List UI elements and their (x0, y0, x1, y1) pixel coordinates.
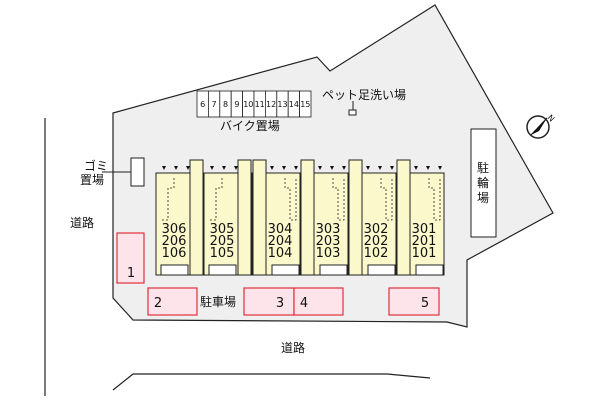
north-label: N (546, 113, 557, 124)
entrance-arrow-icon (342, 166, 346, 170)
room-number: 202 (364, 234, 389, 249)
room-number: 106 (162, 246, 187, 261)
room-number: 105 (210, 246, 235, 261)
bike-slot-number: 9 (234, 100, 239, 109)
parking-space (147, 287, 198, 316)
entrance-arrow-icon (174, 166, 178, 170)
parking-space-number: 5 (421, 296, 429, 311)
road-label-left: 道路 (70, 215, 94, 230)
bike-slot-number: 15 (300, 100, 310, 109)
entrance-arrow-icon (210, 166, 214, 170)
interior-dashed-line (428, 178, 441, 221)
bike-slot-number: 6 (200, 100, 205, 109)
garbage-label-2: 置場 (80, 173, 104, 187)
room-number: 203 (316, 234, 341, 249)
road-edge-bottom (112, 373, 431, 391)
room-number: 305 (210, 222, 235, 237)
entrance-arrow-icon (186, 166, 190, 170)
apartment-building: 3062061063052051053042041043032031033022… (155, 159, 445, 276)
room-number: 301 (412, 222, 437, 237)
car-parking: 1 2 3 4 5 (116, 232, 440, 316)
room-number: 302 (364, 222, 389, 237)
bike-slot-number: 11 (255, 100, 265, 109)
parking-space-number: 4 (300, 296, 308, 311)
entrance-arrow-icon (234, 166, 238, 170)
porch (208, 264, 237, 276)
room-number: 104 (268, 246, 293, 261)
parking-space-number: 3 (276, 296, 284, 311)
entrance-arrow-icon (294, 166, 298, 170)
room-number: 102 (364, 246, 389, 261)
garbage-label-1: ゴミ (84, 158, 108, 173)
entrance-arrow-icon (366, 166, 370, 170)
entrance-arrow-icon (270, 166, 274, 170)
stair-tower (396, 159, 411, 276)
porch (160, 264, 189, 276)
parking-space-number: 2 (154, 296, 162, 311)
interior-dashed-line (332, 178, 345, 221)
entrance-arrow-icon (222, 166, 226, 170)
bike-slot-number: 12 (266, 100, 276, 109)
room-number: 304 (268, 222, 293, 237)
room-number: 201 (412, 234, 437, 249)
entrance-arrow-icon (330, 166, 334, 170)
parking-space (388, 287, 440, 316)
porch (367, 264, 396, 276)
entrance-arrow-icon (438, 166, 442, 170)
bicycle-parking-char: 場 (477, 191, 489, 205)
entrance-arrow-icon (414, 166, 418, 170)
porch (415, 264, 444, 276)
bicycle-parking-label: 駐輪場 (477, 160, 489, 205)
bike-parking-label: バイク置場 (220, 119, 280, 133)
bike-slot-number: 10 (243, 100, 253, 109)
car-parking-label: 駐車場 (200, 294, 236, 309)
pet-foot-wash-label: ペット足洗い場 (322, 88, 406, 102)
north-arrow-icon: N (526, 113, 557, 139)
entrance-arrow-icon (378, 166, 382, 170)
parking-space-number: 1 (127, 266, 135, 281)
entrance-arrow-icon (426, 166, 430, 170)
stair-tower (237, 159, 252, 276)
interior-dashed-line (160, 178, 175, 221)
road-label-bottom: 道路 (281, 340, 305, 355)
bike-slot (299, 90, 312, 118)
entrance-arrow-icon (390, 166, 394, 170)
bike-slot-number: 14 (289, 100, 299, 109)
stair-tower (252, 159, 267, 276)
room-number: 206 (162, 234, 187, 249)
porch (271, 264, 300, 276)
porch (319, 264, 348, 276)
bike-slot-number: 8 (223, 100, 228, 109)
bike-slot-number: 7 (212, 100, 217, 109)
interior-dashed-line (380, 178, 393, 221)
stair-tower (348, 159, 363, 276)
room-number: 205 (210, 234, 235, 249)
garbage-area (130, 157, 145, 187)
parking-space (243, 287, 295, 316)
room-number: 101 (412, 246, 437, 261)
entrance-arrow-icon (282, 166, 286, 170)
parking-space (293, 287, 344, 316)
bicycle-parking (470, 128, 497, 238)
stair-tower (189, 159, 204, 276)
bicycle-parking-char: 駐 (477, 160, 489, 175)
room-number: 303 (316, 222, 341, 237)
bicycle-parking-char: 輪 (477, 175, 489, 190)
bike-slot-number: 13 (277, 100, 287, 109)
interior-dashed-line (208, 178, 223, 221)
room-number: 103 (316, 246, 341, 261)
pet-wash-station (348, 109, 357, 116)
entrance-arrow-icon (162, 166, 166, 170)
room-number: 306 (162, 222, 187, 237)
parking-space (116, 232, 145, 284)
room-number: 204 (268, 234, 293, 249)
stair-tower (300, 159, 315, 276)
interior-dashed-line (284, 178, 297, 221)
entrance-arrow-icon (318, 166, 322, 170)
